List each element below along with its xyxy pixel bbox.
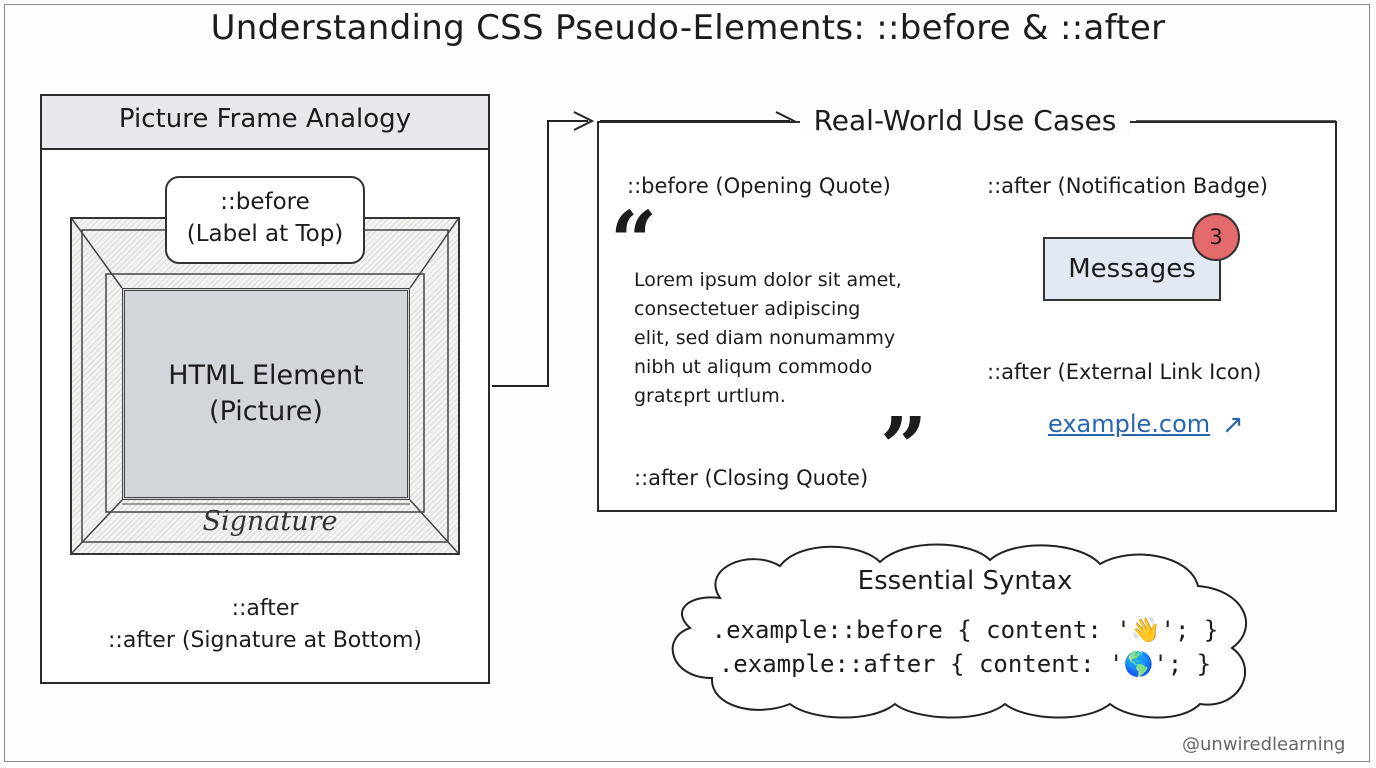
arrow-up-right-icon: ↗ bbox=[1222, 410, 1244, 440]
example-link[interactable]: example.com bbox=[1048, 410, 1211, 438]
notification-badge: 3 bbox=[1192, 213, 1240, 261]
lorem-line: nibh ut aliqum commodo bbox=[634, 356, 873, 378]
signature-text: Signature bbox=[202, 506, 338, 537]
messages-button[interactable]: Messages bbox=[1043, 237, 1221, 301]
page-border bbox=[4, 4, 1370, 762]
closing-quote-label: ::after (Closing Quote) bbox=[634, 466, 869, 490]
syntax-before-line: .example::before { content: '👋'; } bbox=[711, 616, 1219, 644]
picture-frame-heading: Picture Frame Analogy bbox=[118, 104, 412, 134]
lorem-text: Lorem ipsum dolor sit amet, consectetuer… bbox=[634, 266, 964, 411]
use-cases-title: Real-World Use Cases bbox=[800, 104, 1130, 137]
before-tag-line1: ::before bbox=[220, 189, 310, 215]
syntax-cloud bbox=[671, 543, 1248, 719]
use-cases-panel bbox=[597, 121, 1337, 512]
after-small-label: ::after bbox=[231, 596, 299, 621]
before-label-tag bbox=[165, 176, 365, 264]
lorem-line: elit, sed diam nonumammy bbox=[634, 327, 896, 349]
after-signature-caption: ::after (Signature at Bottom) bbox=[108, 628, 422, 653]
lorem-line: Lorem ipsum dolor sit amet, bbox=[634, 269, 902, 291]
lorem-line: gratεprt urtlum. bbox=[634, 385, 786, 407]
opening-quote-label: ::before (Opening Quote) bbox=[627, 174, 891, 198]
html-element-picture bbox=[122, 288, 410, 500]
picture-label-line1: HTML Element bbox=[168, 360, 364, 391]
before-tag-line2: (Label at Top) bbox=[186, 221, 344, 247]
lorem-line: consectetuer adipiscing bbox=[634, 298, 861, 320]
close-quote-mark: ” bbox=[880, 400, 928, 496]
credit-handle: @unwiredlearning bbox=[1182, 734, 1346, 755]
panel-connector-line bbox=[492, 120, 588, 387]
picture-label-line2: (Picture) bbox=[209, 396, 323, 427]
picture-label: HTML Element (Picture) bbox=[122, 358, 410, 430]
syntax-title: Essential Syntax bbox=[857, 566, 1073, 596]
panel-connector-arrowhead bbox=[573, 111, 595, 131]
before-label-text: ::before (Label at Top) bbox=[165, 186, 365, 250]
notification-badge-label: ::after (Notification Badge) bbox=[987, 174, 1268, 198]
open-quote-mark: “ bbox=[610, 194, 658, 290]
page-title: Understanding CSS Pseudo-Elements: ::bef… bbox=[210, 8, 1166, 48]
picture-frame-header bbox=[42, 96, 488, 150]
external-link-label: ::after (External Link Icon) bbox=[987, 360, 1262, 384]
syntax-after-line: .example::after { content: '🌎'; } bbox=[718, 650, 1212, 678]
